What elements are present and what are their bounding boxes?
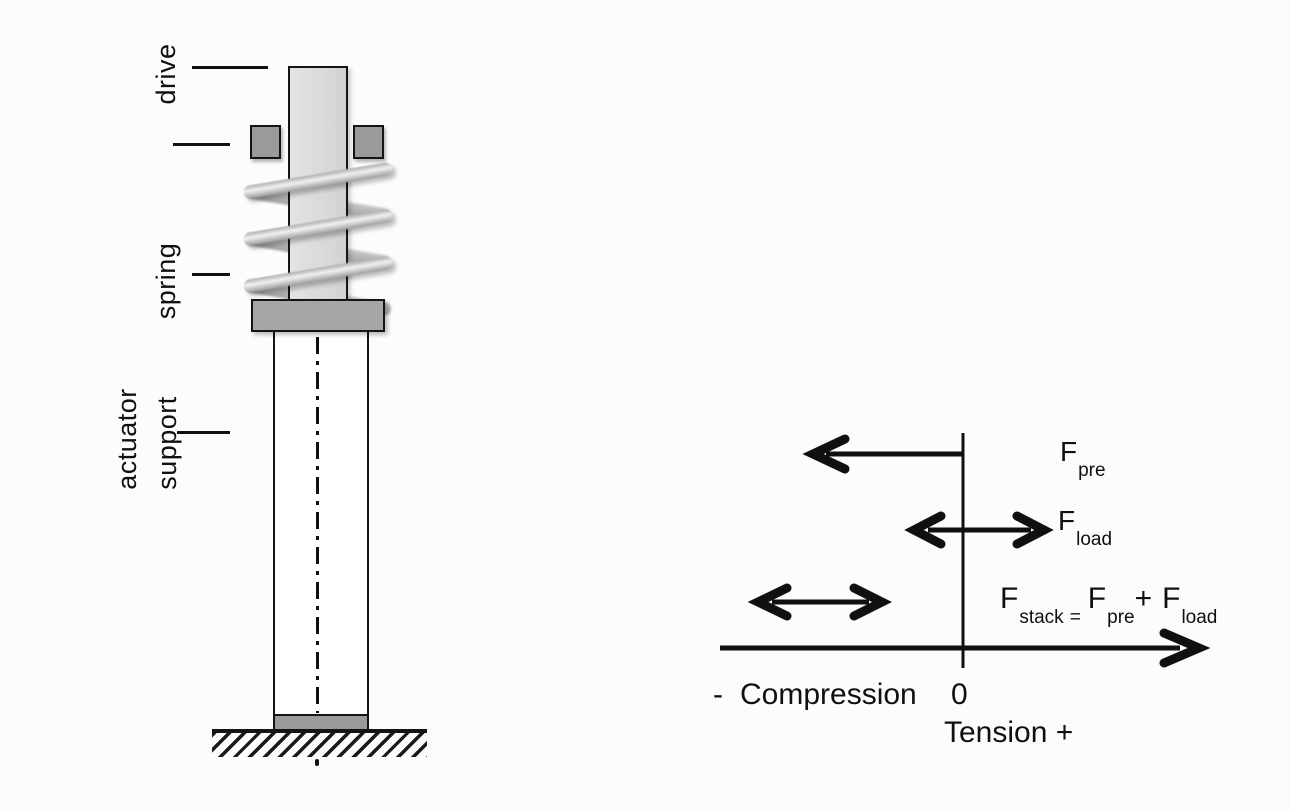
equation-term2-subscript: load <box>1181 607 1218 628</box>
force-axis-arrow <box>720 628 1211 668</box>
equation-term2-symbol: F <box>1162 582 1181 615</box>
actuator-support-tube <box>273 330 369 731</box>
compression-word: Compression <box>740 678 917 711</box>
zero-tick-label: 0 <box>951 678 968 711</box>
equation-term1-subscript: pre <box>1107 607 1135 628</box>
clamp-leader-line <box>173 143 230 146</box>
f-stack-double-arrow <box>747 583 893 621</box>
equation-term1-symbol: F <box>1087 582 1107 615</box>
centerline-end-dot <box>315 759 319 766</box>
f-load-symbol: F <box>1058 505 1076 536</box>
f-load-double-arrow <box>904 511 1054 549</box>
equation-lhs-symbol: F <box>1000 582 1019 615</box>
f-load-label: Fload <box>1058 505 1112 549</box>
centerline <box>316 337 319 713</box>
minus-sign: - <box>713 678 723 711</box>
ground-line <box>212 729 427 733</box>
drive-leader-line <box>192 66 268 69</box>
f-pre-arrow <box>802 434 963 474</box>
f-load-subscript: load <box>1076 528 1113 550</box>
spring-seat-flange <box>251 299 385 332</box>
f-pre-label: Fpre <box>1060 436 1106 480</box>
f-stack-arrowhead-left <box>747 583 792 621</box>
f-stack-arrowhead-right <box>849 583 893 621</box>
force-diagram-graphics <box>720 433 1211 668</box>
equation-equals: = <box>1069 607 1081 628</box>
clamp-block-right <box>353 125 384 159</box>
compression-axis-label: -Compression <box>713 680 917 710</box>
ground-hatching <box>212 733 427 757</box>
force-axis-arrowhead <box>1159 628 1211 668</box>
f-pre-symbol: F <box>1060 436 1078 467</box>
equation-lhs-subscript: stack <box>1019 607 1064 628</box>
f-pre-subscript: pre <box>1078 459 1106 481</box>
tension-axis-label: Tension + <box>944 716 1074 749</box>
f-stack-equation: Fstack= Fpre+ Fload <box>1000 582 1217 628</box>
f-load-arrowhead-right <box>1012 511 1054 549</box>
actuator-support-leader-line <box>177 431 230 434</box>
spring-leader-line <box>192 273 230 276</box>
actuator-assembly-diagram: drive spring actuator support <box>0 0 560 810</box>
f-pre-arrowhead <box>802 434 850 474</box>
equation-plus: + <box>1134 582 1153 615</box>
f-load-arrowhead-left <box>904 511 946 549</box>
clamp-block-left <box>250 125 281 159</box>
